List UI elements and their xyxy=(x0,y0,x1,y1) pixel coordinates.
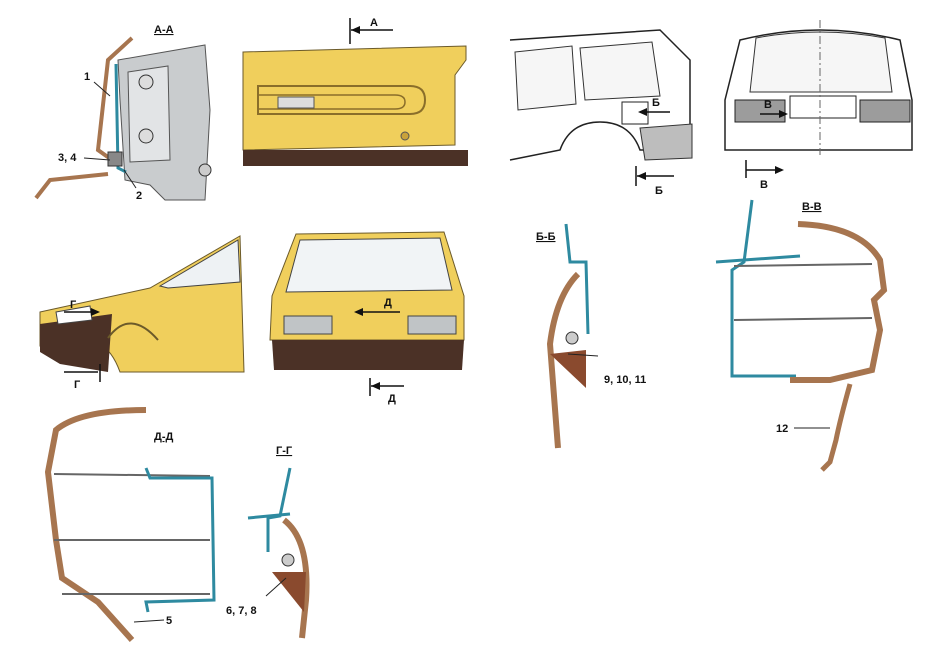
callout-12: 12 xyxy=(776,423,788,435)
rear-panel-drawing xyxy=(242,18,468,166)
wagon-side-drawing xyxy=(509,29,693,186)
view-arrow-g-top-label: Г xyxy=(70,299,77,311)
wagon-rear-drawing xyxy=(724,20,913,178)
view-arrow-v-bottom-label: В xyxy=(760,179,768,191)
view-arrow-b-bottom-label: Б xyxy=(655,185,663,197)
section-vv-title: В-В xyxy=(802,201,822,213)
callout-9-10-11: 9, 10, 11 xyxy=(604,374,646,386)
view-arrow-v-top-label: В xyxy=(764,99,772,111)
section-gg-drawing xyxy=(247,467,310,639)
callout-6-7-8: 6, 7, 8 xyxy=(226,605,257,617)
view-arrow-g-bottom-label: Г xyxy=(74,379,81,391)
view-arrow-b-top-label: Б xyxy=(652,97,660,109)
callout-3-4: 3, 4 xyxy=(58,152,77,164)
section-aa-drawing xyxy=(34,36,212,201)
section-gg-title: Г-Г xyxy=(276,445,293,457)
hatchback-rear-drawing xyxy=(269,231,465,396)
callout-1: 1 xyxy=(84,71,90,83)
section-vv-drawing xyxy=(715,199,888,472)
section-dd-drawing xyxy=(44,407,216,643)
section-bb-title: Б-Б xyxy=(536,231,556,243)
section-bb-drawing xyxy=(546,223,599,449)
view-arrow-a-label: А xyxy=(370,17,378,29)
hatchback-front-drawing xyxy=(39,235,245,382)
section-dd-title: Д-Д xyxy=(154,431,173,443)
view-arrow-d-top-label: Д xyxy=(384,297,392,309)
callout-5: 5 xyxy=(166,615,172,627)
view-arrow-d-bottom-label: Д xyxy=(388,393,396,405)
section-aa-title: А-А xyxy=(154,24,174,36)
callout-2: 2 xyxy=(136,190,142,202)
